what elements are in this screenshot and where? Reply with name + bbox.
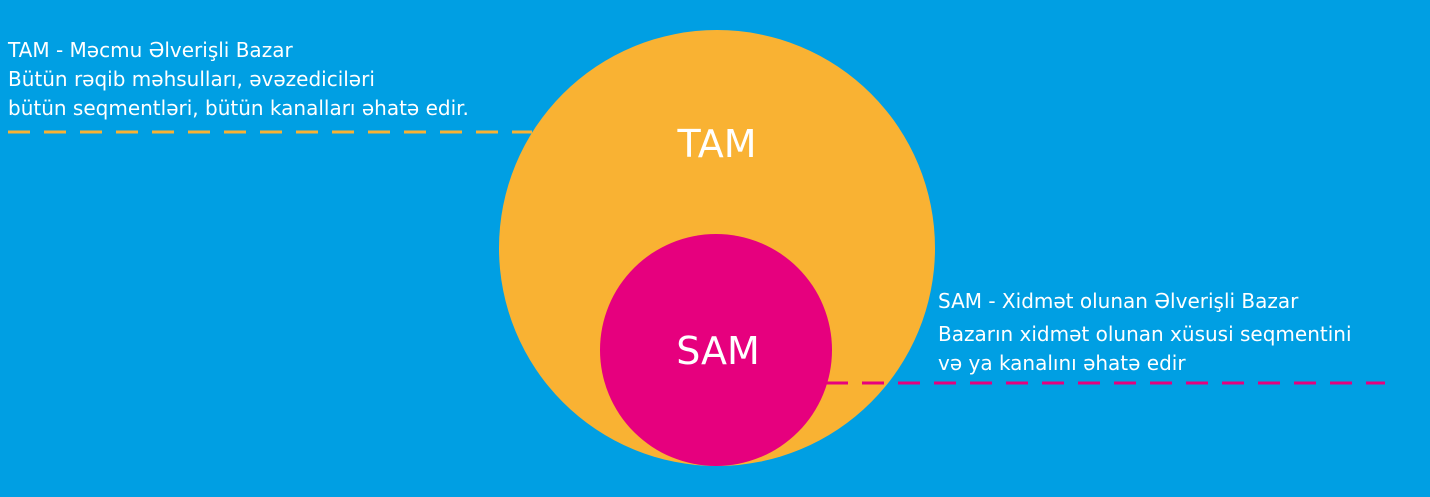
sam-description-line-2: və ya kanalını əhatə edir — [938, 351, 1186, 375]
sam-description-line-1: Bazarın xidmət olunan xüsusi seqmentini — [938, 322, 1352, 346]
tam-description-line-2: bütün seqmentləri, bütün kanalları əhatə… — [8, 96, 469, 120]
sam-description: SAM - Xidmət olunan Əlverişli Bazar Baza… — [938, 287, 1352, 378]
tam-circle-label: TAM — [676, 122, 756, 166]
sam-circle-label: SAM — [676, 329, 760, 373]
tam-description-title: TAM - Məcmu Əlverişli Bazar — [8, 38, 293, 62]
sam-circle — [600, 234, 832, 466]
sam-description-title: SAM - Xidmət olunan Əlverişli Bazar — [938, 289, 1299, 313]
tam-description-line-1: Bütün rəqib məhsulları, əvəzediciləri — [8, 67, 375, 91]
tam-description: TAM - Məcmu Əlverişli Bazar Bütün rəqib … — [8, 36, 469, 123]
